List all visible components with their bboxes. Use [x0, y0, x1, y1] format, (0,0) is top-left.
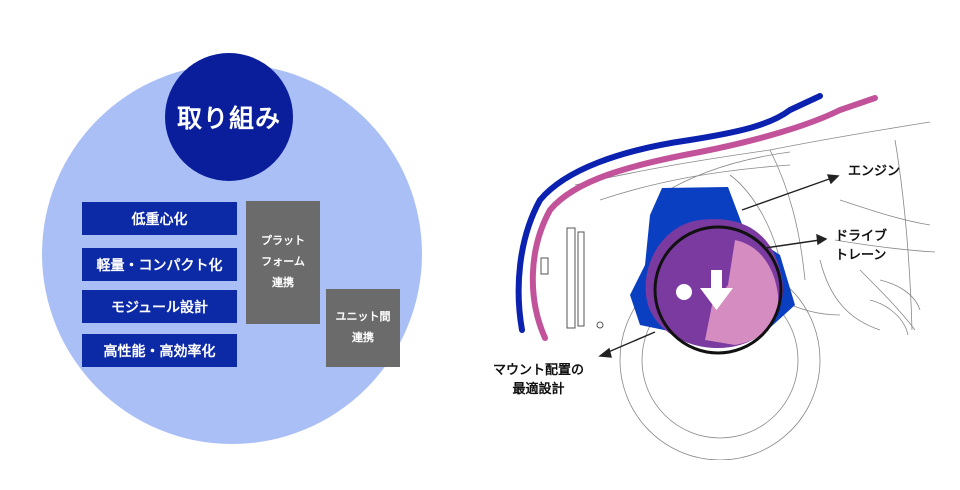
mount-label: マウント配置の 最適設計: [493, 362, 584, 400]
mount-label-line2: 最適設計: [512, 381, 565, 397]
unit-box-line1: ユニット間: [335, 310, 391, 324]
item-modular-design: モジュール設計: [82, 290, 237, 323]
item-low-center-of-gravity: 低重心化: [82, 202, 237, 235]
item-label: 軽量・コンパクト化: [96, 257, 223, 274]
item-label: モジュール設計: [110, 299, 209, 316]
platform-box-line1: プラット: [261, 234, 305, 248]
radiator-core: [540, 227, 604, 329]
vehicle-outline: [574, 121, 936, 460]
item-label: 高性能・高効率化: [103, 343, 216, 360]
item-label: 低重心化: [131, 211, 188, 228]
platform-box-line2: フォーム: [261, 255, 305, 269]
callout-arrow-icon: [598, 347, 612, 358]
drivetrain-label-line2: トレーン: [835, 247, 887, 263]
approach-badge: 取り組み: [165, 53, 293, 181]
down-arrow-icon: [700, 270, 733, 310]
drivetrain-label-line1: ドライブ: [835, 229, 888, 244]
callout-arrows: [598, 174, 840, 358]
unit-cooperation-box: ユニット間 連携: [326, 289, 400, 367]
mount-label-line1: マウント配置の: [493, 363, 585, 378]
unit-box-line2: 連携: [352, 331, 374, 344]
item-high-performance: 高性能・高効率化: [82, 334, 237, 367]
drivetrain-highlight: [705, 240, 779, 345]
focus-ring: [653, 225, 783, 355]
dot-icon: [676, 284, 692, 300]
platform-cooperation-box: プラット フォーム 連携: [246, 201, 320, 324]
callout-arrow-icon: [816, 233, 828, 246]
vehicle-cutaway-diagram: [515, 93, 936, 460]
hood-line-blue: [515, 93, 823, 333]
callout-arrow-icon: [826, 174, 840, 185]
badge-title: 取り組み: [176, 104, 281, 133]
platform-box-line3: 連携: [272, 275, 294, 289]
item-lightweight-compact: 軽量・コンパクト化: [82, 248, 237, 281]
hood-line-magenta: [529, 95, 878, 341]
engine-label: エンジン: [848, 163, 900, 182]
engine-label-text: エンジン: [848, 164, 901, 179]
drivetrain-label: ドライブ トレーン: [835, 228, 887, 266]
